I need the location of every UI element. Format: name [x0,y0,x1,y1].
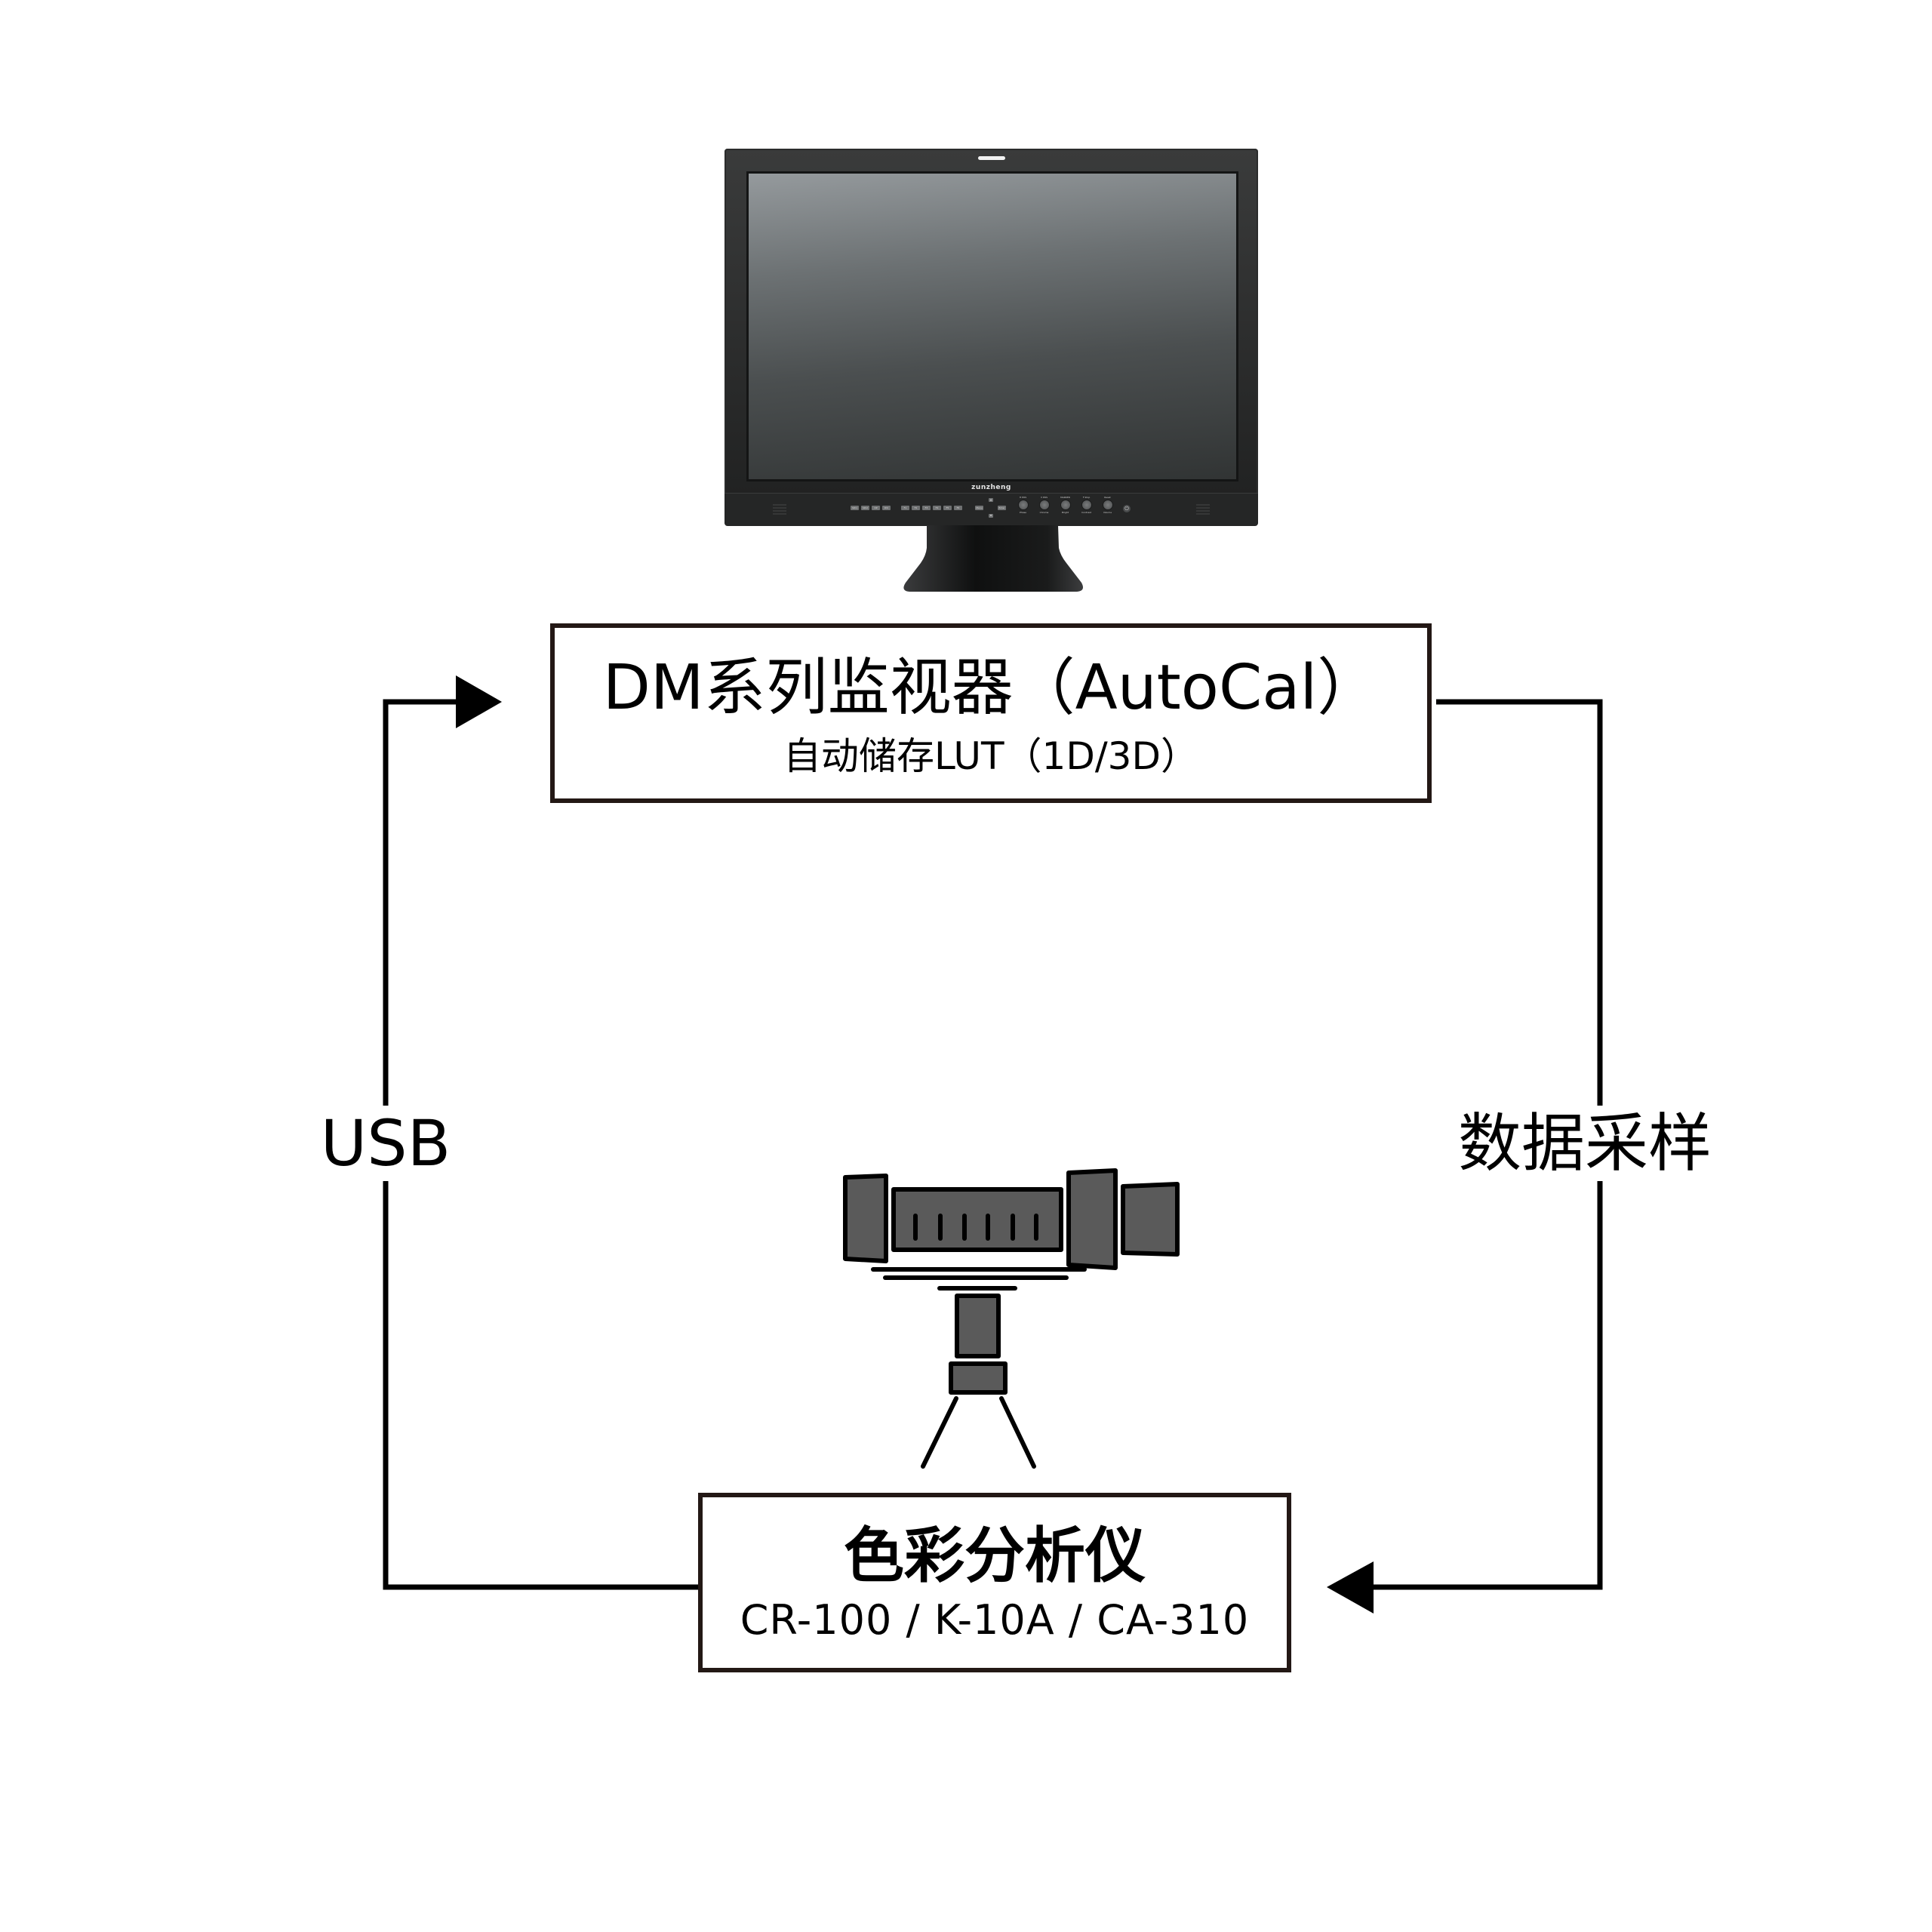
usb-edge-label: USB [317,1106,454,1181]
input-keys: SDI1 SDI2 DP DVI [851,506,891,510]
knob[interactable] [1081,500,1092,510]
monitor-bezel: zunzheng SDI1 SDI2 DP DVI F1 F2 F3 F4 F5… [724,149,1258,526]
knob-bottom-label: Volume [1103,511,1112,514]
speaker-grille-right [1196,504,1210,515]
monitor-node-box: DM系列监视器（AutoCal） 自动储存LUT（1D/3D） [550,623,1432,803]
analyzer-tripod-head [949,1361,1008,1395]
speaker-grille-left [773,504,786,515]
knob[interactable] [1102,500,1113,510]
function-key[interactable]: F1 [901,506,909,510]
monitor-image: zunzheng SDI1 SDI2 DP DVI F1 F2 F3 F4 F5… [724,149,1258,594]
analyzer-vents [913,1214,1038,1241]
knob-top-label: H POS [1019,496,1027,499]
function-key[interactable]: F5 [943,506,952,510]
function-key[interactable]: F2 [912,506,920,510]
knob-bottom-label: Contrast [1081,511,1091,514]
analyzer-node-subtitle: CR-100 / K-10A / CA-310 [740,1596,1250,1644]
analyzer-lens-hood [1066,1168,1118,1270]
knob-bottom-label: Bright [1061,511,1069,514]
analyzer-left-panel [843,1174,888,1263]
knob-control[interactable]: F Stop Contrast [1079,495,1094,515]
monitor-control-panel: SDI1 SDI2 DP DVI F1 F2 F3 F4 F5 F6 Menu … [724,493,1258,526]
knob-control[interactable]: H POS Phase [1016,495,1030,515]
knob-top-label: F Stop [1082,496,1091,499]
monitor-light-sensor [978,156,1005,160]
analyzer-mount-plates [871,1267,1087,1291]
knob-top-label: Reset [1104,496,1111,499]
input-key[interactable]: SDI1 [851,506,859,510]
power-icon[interactable]: ⏻ [1123,505,1131,512]
knob[interactable] [1017,500,1029,510]
enter-key[interactable]: Enter [998,506,1006,510]
analyzer-post [955,1294,1001,1358]
analyzer-lens-front [1121,1182,1180,1257]
monitor-brand-logo: zunzheng [971,484,1011,491]
function-keys: F1 F2 F3 F4 F5 F6 [901,506,962,510]
arrow-left-icon [1327,1561,1374,1614]
menu-key[interactable]: Menu [975,506,983,510]
knob-control[interactable]: Reset Volume [1100,495,1115,515]
monitor-screen [749,174,1236,479]
analyzer-tripod-legs [921,1396,1036,1469]
knob[interactable] [1060,500,1071,510]
function-key[interactable]: F4 [933,506,941,510]
data-sampling-edge-label: 数据采样 [1453,1106,1717,1181]
knob-control[interactable]: MARKER Bright [1058,495,1072,515]
arrow-right-icon [456,675,502,728]
knob-bottom-label: Chroma [1039,511,1049,514]
monitor-knobs: H POS Phase V POS Chroma MARKER Bright F… [1016,495,1115,515]
analyzer-body [891,1187,1063,1252]
knob-bottom-label: Phase [1020,511,1026,514]
input-key[interactable]: SDI2 [861,506,869,510]
analyzer-node-title: 色彩分析仪 [844,1521,1146,1591]
input-key[interactable]: DP [872,506,880,510]
knob-control[interactable]: V POS Chroma [1037,495,1051,515]
input-key[interactable]: DVI [882,506,891,510]
knob-top-label: V POS [1040,496,1048,499]
function-key[interactable]: F6 [954,506,962,510]
monitor-stand [903,525,1083,592]
analyzer-node-box: 色彩分析仪 CR-100 / K-10A / CA-310 [698,1493,1291,1672]
monitor-node-subtitle: 自动储存LUT（1D/3D） [783,734,1198,778]
color-analyzer-camera-icon [843,1168,1180,1469]
knob-top-label: MARKER [1060,496,1070,499]
knob[interactable] [1038,500,1050,510]
monitor-node-title: DM系列监视器（AutoCal） [602,652,1380,724]
down-key[interactable]: ▼ [989,514,993,518]
function-key[interactable]: F3 [922,506,931,510]
up-key[interactable]: ▲ [989,498,993,502]
